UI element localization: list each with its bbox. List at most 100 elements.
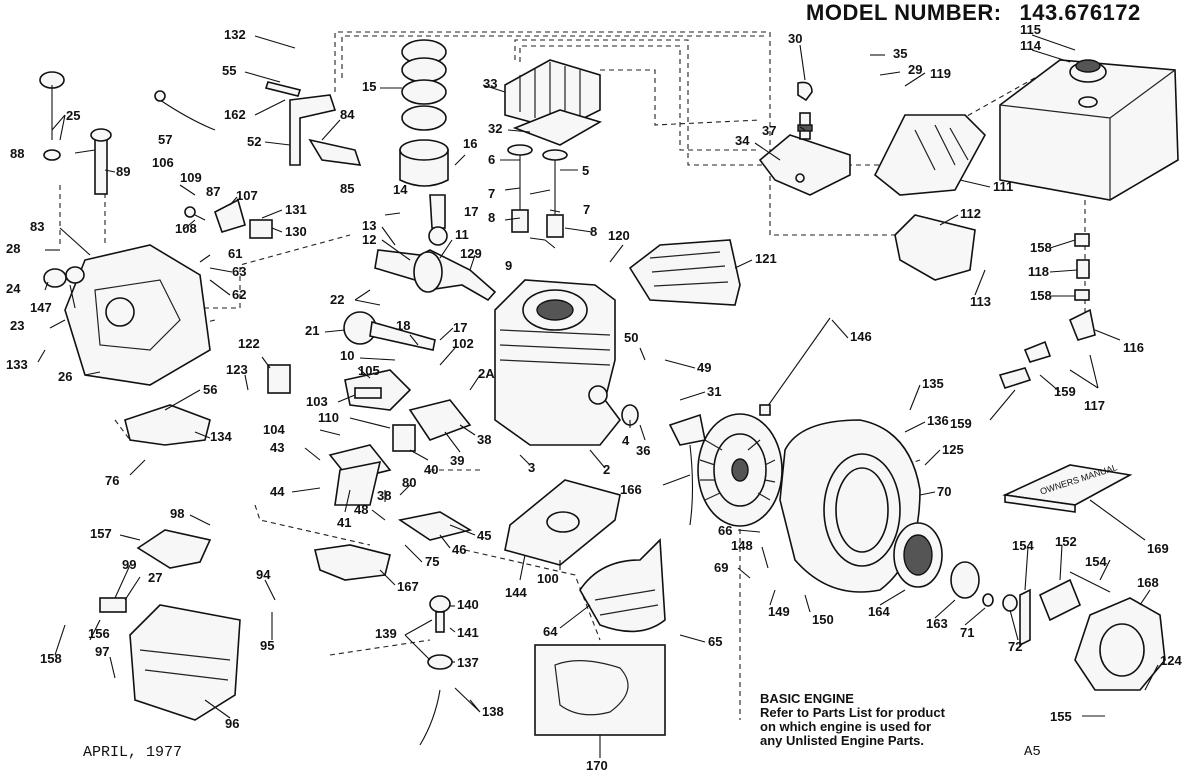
callout-8b: 8 (590, 224, 597, 239)
callout-111: 111 (993, 179, 1013, 194)
callout-38a: 38 (477, 432, 491, 447)
basic-engine-line-1: Refer to Parts List for product (760, 705, 945, 720)
callout-3: 3 (528, 460, 535, 475)
insulator-block (334, 424, 416, 506)
callout-170: 170 (586, 758, 608, 773)
callout-55: 55 (222, 63, 236, 78)
callout-37: 37 (762, 123, 776, 138)
page-code: A5 (1024, 744, 1041, 760)
callout-139: 139 (375, 626, 397, 641)
crankshaft (374, 249, 497, 302)
cylinder-block (494, 279, 622, 446)
callout-99: 99 (122, 557, 136, 572)
intake-elbow (397, 511, 473, 541)
callout-22: 22 (330, 292, 344, 307)
callout-166: 166 (620, 482, 642, 497)
callout-100: 100 (537, 571, 559, 586)
callout-108: 108 (175, 221, 197, 236)
callout-26: 26 (58, 369, 72, 384)
callout-8a: 8 (488, 210, 495, 225)
lower-bracket (894, 214, 976, 281)
callout-39: 39 (450, 453, 464, 468)
fuel-tank (999, 59, 1179, 201)
callout-27: 27 (148, 570, 162, 585)
callout-43: 43 (270, 440, 284, 455)
callout-38b: 38 (377, 488, 391, 503)
callout-103: 103 (306, 394, 328, 409)
callout-159b: 159 (950, 416, 972, 431)
callout-95: 95 (260, 638, 274, 653)
callout-154a: 154 (1012, 538, 1034, 553)
callout-162: 162 (224, 107, 246, 122)
callout-169: 169 (1147, 541, 1169, 556)
callout-107: 107 (236, 188, 258, 203)
callout-17a: 17 (464, 204, 478, 219)
callout-110: 110 (318, 410, 339, 425)
callout-7a: 7 (488, 186, 495, 201)
callout-10: 10 (340, 348, 354, 363)
callout-85: 85 (340, 181, 354, 196)
callout-119: 119 (930, 66, 951, 81)
callout-33: 33 (483, 76, 497, 91)
callout-129: 129 (460, 246, 482, 261)
throttle-cable (154, 90, 216, 131)
callout-94: 94 (256, 567, 271, 582)
callout-62: 62 (232, 287, 246, 302)
callout-120: 120 (608, 228, 630, 243)
callout-76: 76 (105, 473, 119, 488)
callout-87: 87 (206, 184, 220, 199)
callout-168: 168 (1137, 575, 1159, 590)
callout-41: 41 (337, 515, 351, 530)
control-bracket (758, 134, 851, 196)
connecting-rod (428, 194, 448, 246)
callout-49: 49 (697, 360, 711, 375)
callout-64: 64 (543, 624, 558, 639)
callout-104: 104 (263, 422, 285, 437)
muffler-guard (129, 604, 241, 721)
callout-150: 150 (812, 612, 834, 627)
callout-105: 105 (358, 363, 380, 378)
model-number-label: MODEL NUMBER: (806, 0, 1002, 25)
callout-28: 28 (6, 241, 20, 256)
callout-57: 57 (158, 132, 172, 147)
starter-rope (1019, 571, 1111, 647)
spark-plug (797, 81, 813, 140)
callout-9: 9 (505, 258, 512, 273)
callout-146: 146 (850, 329, 872, 344)
callout-137: 137 (457, 655, 479, 670)
callout-158a: 158 (1030, 240, 1052, 255)
callout-44: 44 (270, 484, 285, 499)
callout-156: 156 (88, 626, 110, 641)
callout-61: 61 (228, 246, 242, 261)
callout-18: 18 (396, 318, 410, 333)
callout-141: 141 (457, 625, 479, 640)
callout-97: 97 (95, 644, 109, 659)
cover-gaskets (43, 266, 85, 288)
model-number-header: MODEL NUMBER:143.676172 (806, 0, 1141, 26)
callout-113: 113 (970, 294, 991, 309)
callout-32: 32 (488, 121, 502, 136)
callout-138: 138 (482, 704, 504, 719)
callout-14: 14 (393, 182, 408, 197)
callout-63: 63 (232, 264, 246, 279)
bracket-122 (267, 364, 291, 394)
callout-25: 25 (66, 108, 80, 123)
callout-114: 114 (1020, 38, 1042, 53)
basic-engine-title: BASIC ENGINE (760, 691, 854, 706)
flywheel (697, 413, 783, 527)
callout-45: 45 (477, 528, 491, 543)
callout-46: 46 (452, 542, 466, 557)
camshaft (343, 311, 436, 351)
governor-link (264, 81, 302, 97)
carburetor (344, 369, 412, 411)
choke-assembly (314, 544, 391, 581)
blower-housing (779, 419, 921, 593)
callout-152: 152 (1055, 534, 1077, 549)
callout-167: 167 (397, 579, 419, 594)
callout-52: 52 (247, 134, 261, 149)
callout-144: 144 (505, 585, 527, 600)
callout-34: 34 (735, 133, 750, 148)
callout-163: 163 (926, 616, 948, 631)
